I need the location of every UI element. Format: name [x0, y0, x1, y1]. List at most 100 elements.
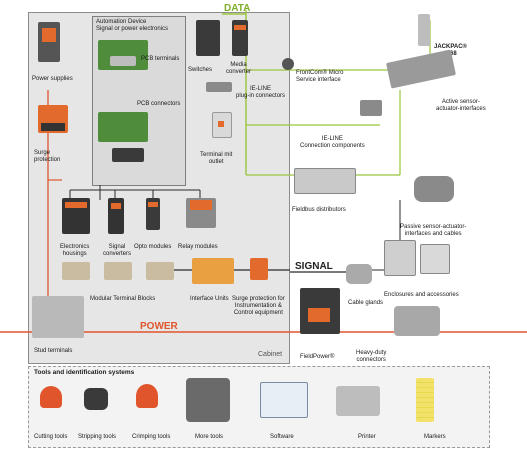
- switches-label: Switches: [188, 67, 213, 73]
- tool-case-icon: [186, 378, 230, 422]
- media-converter-device: [232, 20, 248, 56]
- electronics-housing-device: [62, 198, 90, 234]
- sc-line1: Signal: [108, 244, 126, 250]
- ieline-plugin-label: IE-LINE plug-in connectors: [236, 86, 285, 100]
- ieline-connection-label: IE-LINE Connection components: [300, 136, 365, 150]
- tool-label-cutting: Cutting tools: [34, 434, 68, 440]
- stripping-tool-icon: [84, 388, 108, 410]
- tool-label-software: Software: [270, 434, 294, 440]
- iec-line2: Connection components: [300, 143, 365, 149]
- asa-line2: actuator-interfaces: [436, 106, 486, 112]
- pcb-terminal-block: [110, 56, 136, 66]
- fieldpower-label: FieldPower®: [300, 354, 335, 360]
- frontcom-label: FrontCom® Micro Service interface: [296, 70, 343, 84]
- mc-line1: Media: [230, 62, 247, 68]
- surge-ic-line2: Instrumentation &: [234, 303, 282, 309]
- tool-label-stripping: Stripping tools: [78, 434, 117, 440]
- data-bus-label: DATA: [224, 3, 251, 14]
- hd-line2: connectors: [356, 357, 386, 363]
- board-title-line2: Signal or power electronics: [96, 26, 169, 32]
- jp-line1: JACKPAC®: [434, 44, 467, 50]
- surge-ic-line3: Control equipment: [233, 310, 283, 316]
- switch-device: [196, 20, 220, 56]
- markers-icon: [416, 378, 434, 422]
- power-bus-label: POWER: [140, 321, 178, 332]
- fieldpower-device: [300, 288, 340, 334]
- pcb-connectors-board: [98, 112, 148, 142]
- interface-units-label: Interface Units: [190, 296, 229, 302]
- modular-terminal-blocks-label: Modular Terminal Blocks: [90, 296, 156, 302]
- ieline-plugin-device: [206, 82, 232, 92]
- surge-line2: protection: [34, 157, 61, 163]
- heavy-duty-label: Heavy-duty connectors: [356, 350, 386, 364]
- fieldbus-distributor-device: [294, 168, 356, 194]
- surge-ic-device: [250, 258, 268, 280]
- tool-label-printer: Printer: [358, 434, 376, 440]
- fc-line1: FrontCom® Micro: [296, 70, 344, 76]
- signal-converter-device: [108, 198, 124, 234]
- terminal-block-3: [146, 262, 174, 280]
- heavy-duty-connector-device: [394, 306, 440, 336]
- power-supply-device: [38, 22, 60, 62]
- stud-terminals-label: Stud terminals: [34, 348, 73, 354]
- surge-ic-line1: Surge protection for: [232, 296, 285, 302]
- tools-title: Tools and identification systems: [34, 369, 135, 376]
- pcb-connector-plug: [112, 148, 144, 162]
- cutting-tool-icon: [40, 386, 62, 408]
- relay-module-device: [186, 198, 216, 228]
- to-line2: outlet: [208, 159, 224, 165]
- passive-sensor-actuator-label: Passive sensor-actuator- interfaces and …: [400, 224, 466, 238]
- hd-line1: Heavy-duty: [356, 350, 387, 356]
- pcb-terminals-label: PCB terminals: [141, 56, 180, 62]
- eh-line1: Electronics: [60, 244, 90, 250]
- enclosures-label: Enclosures and accessories: [384, 292, 459, 298]
- terminal-outlet-label: Terminal mit outlet: [200, 152, 232, 166]
- fc-line2: Service interface: [296, 77, 341, 83]
- psa-line1: Passive sensor-actuator-: [400, 224, 467, 230]
- tool-label-markers: Markers: [424, 434, 446, 440]
- ieline-connection-device: [360, 100, 382, 116]
- jackpac-device: [418, 14, 430, 46]
- tool-label-more: More tools: [195, 434, 224, 440]
- iec-line1: IE-LINE: [321, 136, 343, 142]
- software-screen-icon: [260, 382, 308, 418]
- enclosure-device-1: [384, 240, 416, 276]
- surge-protection-label: Surge protection: [34, 150, 60, 164]
- relay-modules-label: Relay modules: [178, 244, 218, 250]
- terminal-block-2: [104, 262, 132, 280]
- tool-label-crimping: Crimping tools: [132, 434, 171, 440]
- cable-glands-label: Cable glands: [348, 300, 384, 306]
- opto-module-device: [146, 198, 160, 230]
- iep-line2: plug-in connectors: [236, 93, 286, 99]
- eh-line2: housings: [62, 251, 87, 257]
- stud-terminal-device: [32, 296, 84, 338]
- opto-modules-label: Opto modules: [134, 244, 172, 250]
- asa-line1: Active sensor-: [441, 99, 480, 105]
- cable-gland-device: [346, 264, 372, 284]
- frontcom-device: [282, 58, 294, 70]
- pcb-connectors-label: PCB connectors: [137, 101, 181, 107]
- surge-line1: Surge: [34, 150, 51, 156]
- active-sensor-actuator-label: Active sensor- actuator-interfaces: [436, 99, 486, 113]
- media-converter-label: Media converter: [226, 62, 251, 76]
- mc-line2: converter: [226, 69, 252, 75]
- terminal-block-1: [62, 262, 90, 280]
- cabinet-label: Cabinet: [258, 351, 283, 358]
- passive-sensor-actuator-device: [414, 176, 454, 202]
- power-supplies-label: Power supplies: [32, 76, 73, 82]
- electronics-housings-label: Electronics housings: [60, 244, 89, 258]
- surge-ic-label: Surge protection for Instrumentation & C…: [232, 296, 285, 317]
- signal-bus-label: SIGNAL: [295, 261, 333, 272]
- psa-line2: interfaces and cables: [404, 231, 462, 237]
- to-line1: Terminal mit: [200, 152, 233, 158]
- interface-unit-device: [192, 258, 234, 284]
- surge-protection-device: [38, 105, 68, 133]
- signal-converters-label: Signal converters: [103, 244, 131, 258]
- iep-line1: IE-LINE: [250, 86, 272, 92]
- terminal-outlet-device: [212, 112, 232, 138]
- printer-icon: [336, 386, 380, 416]
- sc-line2: converters: [103, 251, 132, 257]
- enclosure-device-2: [420, 244, 450, 274]
- crimping-tool-icon: [136, 384, 158, 408]
- fieldbus-label: Fieldbus distributors: [292, 207, 346, 213]
